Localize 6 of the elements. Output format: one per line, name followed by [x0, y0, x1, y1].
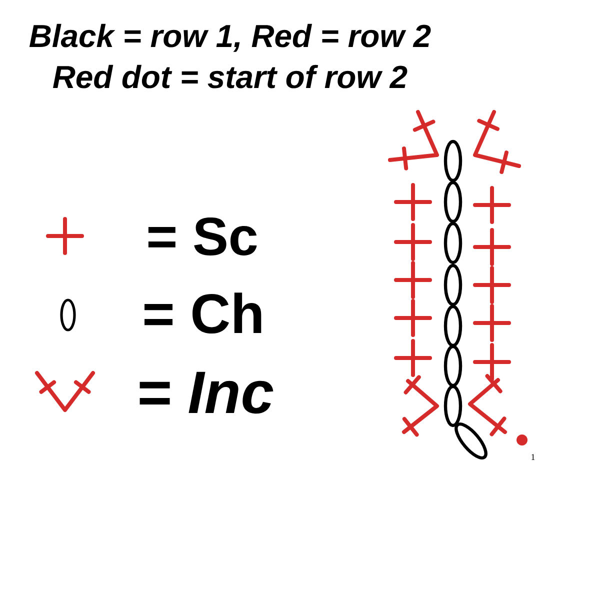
row-number: 1 — [532, 454, 535, 460]
heading-line: Red dot = start of row 2 — [52, 64, 408, 88]
legend-label: = Ch — [144, 292, 262, 334]
legend-label: = Sc — [148, 217, 257, 256]
legend-label: = Inc — [140, 372, 274, 414]
heading-line: Black = row 1, Red = row 2 — [29, 24, 431, 52]
